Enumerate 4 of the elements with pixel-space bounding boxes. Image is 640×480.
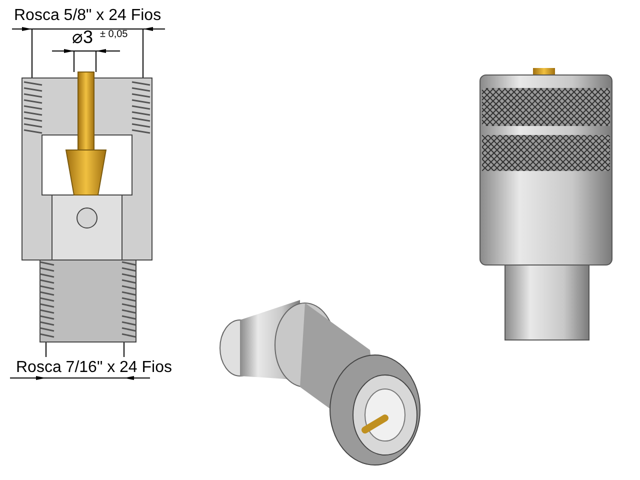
dimension-label: Rosca 5/8" x 24 Fios bbox=[14, 8, 162, 24]
dimension-label: ⌀3 bbox=[72, 28, 94, 46]
dimension-label: ± 0,05 bbox=[100, 30, 128, 40]
dimension-label: Rosca 7/16" x 24 Fios bbox=[16, 360, 172, 376]
